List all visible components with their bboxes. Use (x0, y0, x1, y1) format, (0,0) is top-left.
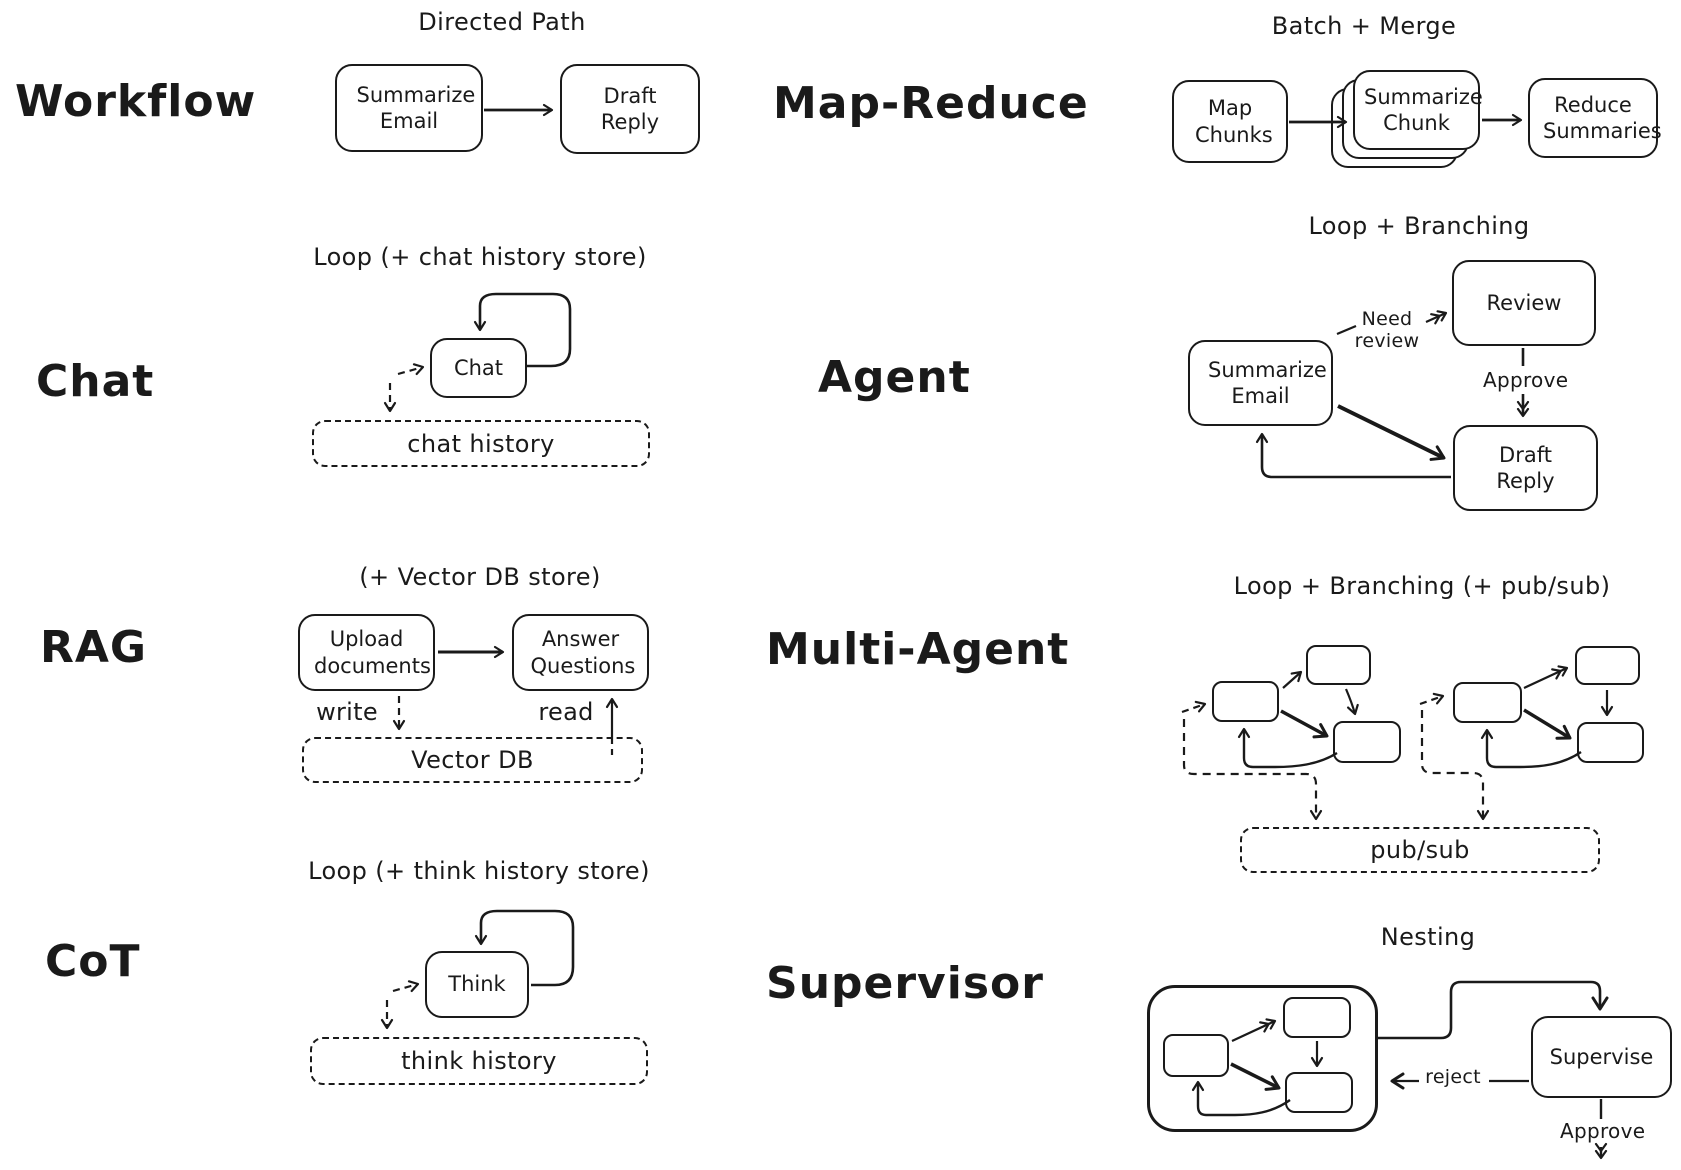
multi-agent-left-arrow-a-to-c (1280, 709, 1329, 739)
map-reduce-node-summarize-chunk: Summarize Chunk (1353, 70, 1483, 150)
multi-agent-left-arrow-b-to-c (1344, 688, 1359, 716)
agent-node-draft-reply: Draft Reply (1453, 425, 1598, 511)
agent-edge-label-approve: Approve (1483, 368, 1569, 392)
cot-pattern-title: Loop (+ think history store) (308, 857, 650, 885)
map-reduce-node-map-chunks: Map Chunks (1172, 80, 1288, 163)
rag-node-upload-documents: Upload documents (298, 614, 435, 691)
supervisor-edge-label-reject: reject (1425, 1066, 1481, 1088)
supervisor-inner-node-c (1285, 1072, 1353, 1113)
workflow-pattern-title: Directed Path (418, 8, 586, 36)
rag-edge-label-read: read (538, 698, 594, 726)
multi-agent-section-label: Multi-Agent (766, 624, 1070, 675)
multi-agent-store-pub-sub: pub/sub (1240, 827, 1600, 873)
multi-agent-right-arrow-a-to-b (1523, 665, 1569, 689)
agent-pattern-title: Loop + Branching (1308, 212, 1530, 240)
map-reduce-node-reduce-summaries: Reduce Summaries (1528, 78, 1662, 158)
multi-agent-left-arrow-a-to-b (1282, 670, 1303, 689)
cot-incoming-dashed-arrow (392, 980, 420, 993)
multi-agent-right-arrow-a-to-c (1523, 708, 1572, 740)
multi-agent-right-cluster-node-a (1453, 682, 1522, 723)
agent-node-review: Review (1452, 260, 1596, 346)
chat-node-chat: Chat (430, 338, 527, 398)
supervisor-section-label: Supervisor (766, 958, 1044, 1009)
chat-store-chat-history: chat history (312, 420, 650, 467)
rag-store-vector-db: Vector DB (302, 737, 643, 783)
multi-agent-left-cluster-node-c (1333, 721, 1401, 763)
chat-section-label: Chat (36, 356, 155, 407)
multi-agent-left-loop-c-to-a (1237, 727, 1338, 769)
workflow-section-label: Workflow (15, 76, 257, 127)
multi-agent-right-to-pubsub-dashed (1420, 710, 1490, 821)
chat-pattern-title: Loop (+ chat history store) (313, 243, 647, 271)
supervisor-node-supervise: Supervise (1531, 1016, 1672, 1098)
agent-node-summarize-email: Summarize Email (1188, 340, 1333, 426)
multi-agent-pattern-title: Loop + Branching (+ pub/sub) (1233, 572, 1611, 600)
chat-incoming-dashed-arrow (397, 363, 425, 376)
supervisor-inner-node-b (1283, 997, 1351, 1038)
agent-draft-to-summarize-loop (1255, 432, 1451, 479)
multi-agent-left-cluster-node-a (1212, 681, 1279, 722)
cot-node-think: Think (425, 951, 529, 1018)
multi-agent-left-to-pubsub-dashed (1182, 719, 1323, 821)
rag-edge-label-write: write (316, 698, 378, 726)
agent-need-review-arrow (1425, 310, 1448, 325)
workflow-node-summarize-email: Summarize Email (335, 64, 483, 152)
multi-agent-right-cluster-node-b (1575, 646, 1640, 685)
workflow-node-draft-reply: Draft Reply (560, 64, 700, 154)
map-reduce-pattern-title: Batch + Merge (1271, 12, 1457, 40)
supervisor-pattern-title: Nesting (1380, 923, 1476, 951)
supervisor-inner-node-a (1163, 1034, 1229, 1077)
agent-edge-label-need-review: Need review (1354, 308, 1420, 353)
cot-section-label: CoT (45, 936, 141, 987)
rag-node-answer-questions: Answer Questions (512, 614, 649, 691)
map-reduce-section-label: Map-Reduce (773, 78, 1089, 129)
multi-agent-left-cluster-node-b (1306, 645, 1371, 685)
multi-agent-right-incoming-dashed-arrow (1419, 692, 1445, 706)
multi-agent-right-loop-c-to-a (1480, 728, 1582, 769)
cot-store-think-history: think history (310, 1037, 648, 1085)
agent-summarize-to-draft-arrow (1337, 404, 1446, 461)
rag-pattern-title: (+ Vector DB store) (359, 563, 601, 591)
agent-section-label: Agent (818, 352, 971, 403)
multi-agent-right-cluster-node-c (1577, 722, 1644, 763)
supervisor-edge-label-approve: Approve (1560, 1119, 1646, 1143)
rag-section-label: RAG (40, 622, 148, 673)
multi-agent-left-incoming-dashed-arrow (1181, 700, 1207, 714)
